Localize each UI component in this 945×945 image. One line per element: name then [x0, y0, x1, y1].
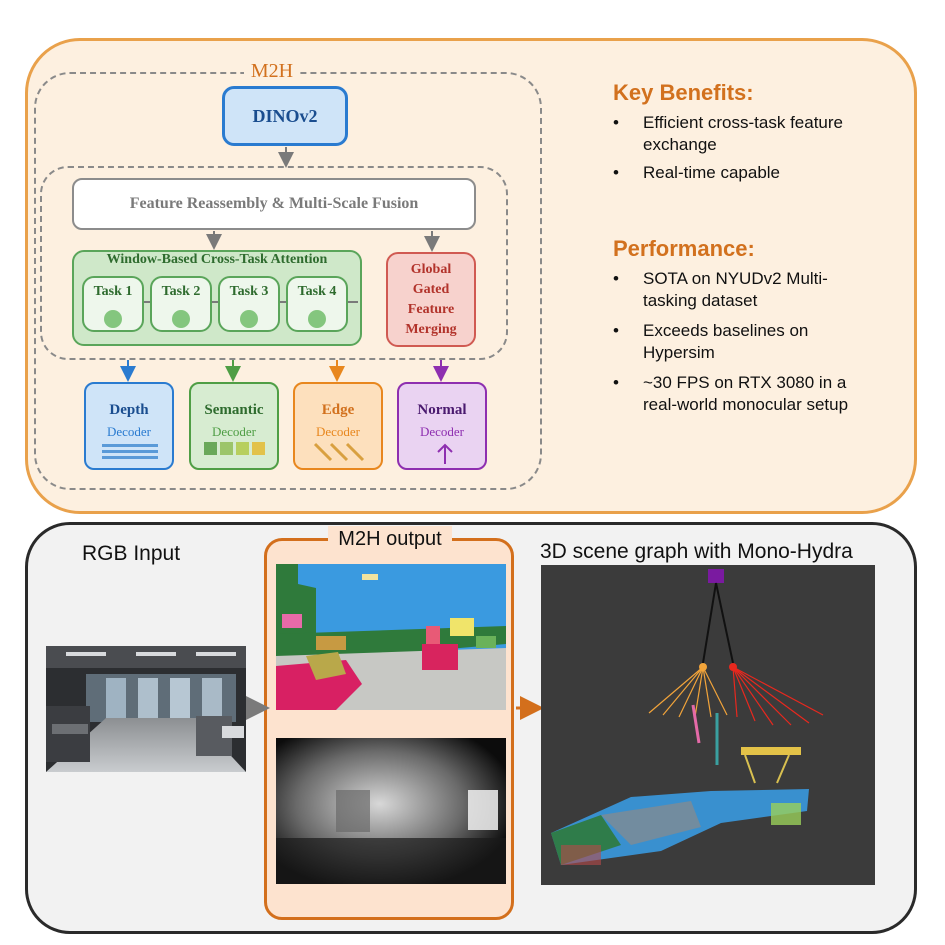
global-merge-line-2: Gated: [412, 281, 450, 297]
performance-item-2-text: Exceeds baselines on Hypersim: [643, 321, 809, 362]
scene-graph-label: 3D scene graph with Mono-Hydra: [540, 540, 853, 563]
normal-decoder: Normal Decoder: [397, 382, 487, 470]
dinov2-block: DINOv2: [222, 86, 348, 146]
task-4-dot: [308, 310, 326, 328]
global-gated-merging-block: Global Gated Feature Merging: [386, 252, 476, 347]
rgb-input-label: RGB Input: [82, 542, 181, 565]
normal-decoder-sub: Decoder: [419, 424, 465, 439]
task-1-label: Task 1: [93, 284, 133, 299]
fusion-attention-group: [40, 166, 508, 360]
task-1-block: Task 1: [82, 276, 144, 332]
task-2-dot: [172, 310, 190, 328]
task-2-block: Task 2: [150, 276, 212, 332]
scene-graph-image: [541, 565, 875, 885]
depth-output-image: [276, 738, 506, 884]
semantic-decoder: Semantic Decoder: [189, 382, 279, 470]
depth-decoder-sub: Decoder: [106, 424, 152, 439]
pipeline-arrows: [246, 696, 544, 720]
depth-lines-icon: [102, 444, 158, 459]
normal-decoder-name: Normal: [417, 402, 467, 418]
depth-decoder-name: Depth: [109, 402, 149, 418]
feature-fusion-block: Feature Reassembly & Multi-Scale Fusion: [72, 178, 476, 230]
task-4-block: Task 4: [286, 276, 348, 332]
semantic-decoder-sub: Decoder: [211, 424, 257, 439]
edge-decoder-sub: Decoder: [315, 424, 361, 439]
semantic-squares-icon: [204, 442, 265, 455]
normal-up-arrow-icon: [437, 443, 453, 464]
task-3-dot: [240, 310, 258, 328]
performance-item-2: •Exceeds baselines on Hypersim: [613, 320, 903, 368]
task-3-block: Task 3: [218, 276, 280, 332]
global-merge-line-1: Global: [410, 261, 452, 277]
edge-decoder: Edge Decoder: [293, 382, 383, 470]
task-2-label: Task 2: [161, 284, 201, 299]
semantic-decoder-name: Semantic: [204, 402, 264, 418]
diagram-arrows: [120, 147, 449, 382]
task-3-label: Task 3: [229, 284, 269, 299]
m2h-title: M2H: [244, 58, 300, 84]
benefit-item-1-text: Efficient cross-task feature exchange: [643, 113, 843, 154]
benefit-item-2: •Real-time capable: [613, 162, 903, 186]
performance-item-3: •~30 FPS on RTX 3080 in a real-world mon…: [613, 372, 903, 442]
performance-item-1-text: SOTA on NYUDv2 Multi-tasking dataset: [643, 269, 828, 310]
window-attention-title: Window-Based Cross-Task Attention: [106, 252, 328, 267]
edge-strokes-icon: [313, 442, 365, 462]
performance-item-1: •SOTA on NYUDv2 Multi-tasking dataset: [613, 268, 903, 316]
global-merge-line-3: Feature: [407, 301, 455, 317]
rgb-input-image: [46, 646, 246, 772]
benefit-item-1: •Efficient cross-task feature exchange: [613, 113, 843, 154]
benefit-item-2-text: Real-time capable: [643, 163, 781, 182]
edge-decoder-name: Edge: [321, 402, 355, 418]
depth-decoder: Depth Decoder: [84, 382, 174, 470]
task-4-label: Task 4: [297, 284, 337, 299]
semantic-output-image: [276, 564, 506, 710]
task-1-dot: [104, 310, 122, 328]
performance-item-3-text: ~30 FPS on RTX 3080 in a real-world mono…: [643, 373, 849, 414]
performance-heading: Performance:: [613, 236, 755, 261]
m2h-output-label: M2H output: [328, 526, 452, 552]
key-benefits-heading: Key Benefits:: [613, 80, 754, 105]
global-merge-line-4: Merging: [405, 321, 457, 337]
